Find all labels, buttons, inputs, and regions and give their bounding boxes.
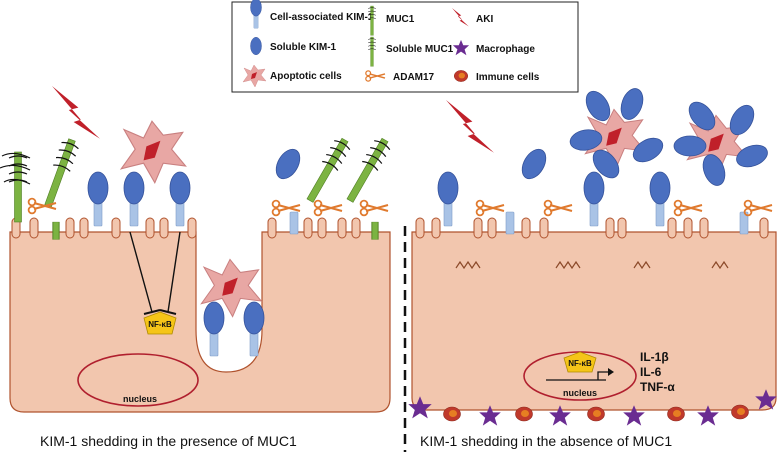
damaged-brush-border	[455, 260, 729, 270]
adam17-scissors	[475, 199, 505, 217]
legend-box	[231, 1, 579, 93]
cytokine-il1b: IL-1β	[640, 350, 669, 364]
nucleus	[77, 353, 199, 407]
legend-apoptotic-label: Apoptotic cells	[270, 71, 342, 82]
legend-immune-icon	[453, 70, 469, 82]
kim1-stub	[505, 211, 515, 235]
kim1-receptor	[169, 171, 191, 227]
muc1-branches	[0, 152, 31, 185]
right-panel: NF-κB nucleus IL-1β IL-6 TNF-α	[408, 85, 777, 426]
legend-adam17-label: ADAM17	[393, 72, 435, 83]
muc1-stub	[371, 221, 379, 240]
cytokine-il6: IL-6	[640, 365, 662, 379]
nucleus-label: nucleus	[123, 394, 157, 404]
adam17-scissors	[543, 199, 573, 217]
legend-soluble-kim1-icon	[250, 36, 262, 56]
kim1-receptor	[123, 171, 145, 227]
muc1-receptor	[8, 151, 28, 223]
left-caption: KIM-1 shedding in the presence of MUC1	[40, 433, 297, 449]
legend: Cell-associated KIM-1 Soluble KIM-1 Apop…	[231, 0, 579, 93]
legend-soluble-kim1-label: Soluble KIM-1	[270, 42, 337, 53]
adam17-scissors	[313, 199, 343, 217]
right-caption: KIM-1 shedding in the absence of MUC1	[420, 433, 673, 449]
apoptotic-cluster	[673, 96, 771, 189]
kim1-receptor	[437, 171, 459, 227]
kim1-receptor	[203, 301, 225, 357]
soluble-kim1	[516, 144, 552, 184]
apoptotic-cluster	[568, 85, 668, 184]
adam17-scissors	[673, 199, 703, 217]
aki-bolt-icon	[52, 86, 100, 139]
adam17-scissors	[359, 199, 389, 217]
kim1-receptor	[583, 171, 605, 227]
soluble-muc1	[39, 136, 82, 210]
nfkb-label: NF-κB	[568, 359, 592, 368]
soluble-muc1	[341, 134, 394, 206]
nfkb-label: NF-κB	[148, 320, 172, 329]
left-microvilli	[11, 217, 361, 239]
kim1-stub	[289, 211, 299, 235]
soluble-kim1	[270, 144, 306, 184]
left-panel: NF-κB nucleus	[0, 86, 394, 413]
muc1-stub	[52, 221, 60, 240]
legend-cell-kim1-label: Cell-associated KIM-1	[270, 12, 374, 23]
inhibition-lines	[129, 231, 181, 313]
nfkb-pentagon	[563, 351, 597, 373]
right-epithelial-cell	[411, 231, 777, 411]
nucleus-label: nucleus	[563, 388, 597, 398]
soluble-muc1	[301, 134, 354, 206]
legend-immune-label: Immune cells	[476, 72, 540, 83]
legend-muc1-label: MUC1	[386, 14, 415, 25]
kim1-receptor	[649, 171, 671, 227]
gene-promoter	[546, 371, 612, 381]
left-epithelial-cell	[9, 231, 391, 413]
cytokine-tnfa: TNF-α	[640, 380, 675, 394]
aki-bolt-icon	[446, 100, 494, 153]
promoter-arrow	[608, 368, 614, 376]
nfkb-pentagon	[143, 311, 177, 335]
inhibition-bars	[143, 309, 177, 315]
kim1-receptor	[87, 171, 109, 227]
right-microvilli	[415, 217, 769, 239]
legend-soluble-muc1-label: Soluble MUC1	[386, 44, 454, 55]
adam17-scissors	[743, 199, 773, 217]
legend-macrophage-label: Macrophage	[476, 44, 535, 55]
legend-aki-label: AKI	[476, 14, 493, 25]
